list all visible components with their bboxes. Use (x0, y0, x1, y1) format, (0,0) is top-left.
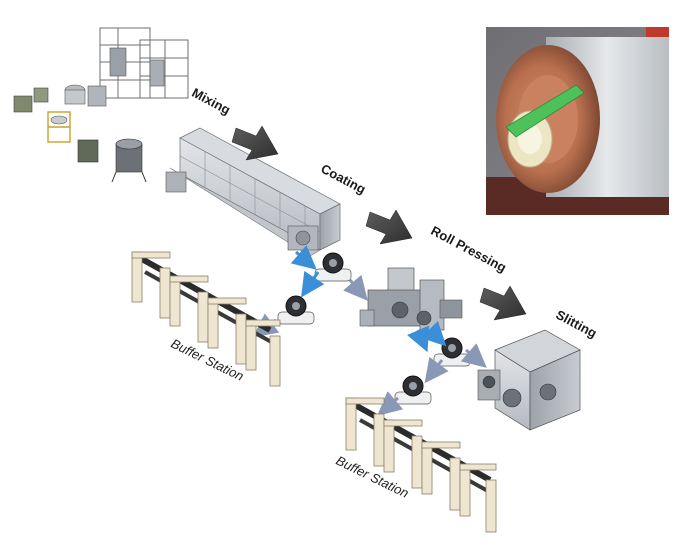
electrode-roll-photo (486, 27, 669, 215)
agv-flow-arrows (252, 245, 487, 416)
stage-arrows (231, 125, 527, 321)
roll-press-machine (359, 267, 463, 331)
arrow-roll-pressing-to-slitting-icon (479, 285, 527, 321)
arrow-mixing-to-coating-icon (231, 125, 279, 161)
arrow-agv-to-roll-press-icon (343, 274, 368, 301)
agv-reel-carrier-icon (394, 375, 432, 405)
coating-machine (165, 127, 341, 257)
arrow-roll-press-to-agv-icon (407, 325, 430, 353)
agv-reel-carrier-icon (277, 295, 315, 325)
arrow-agv-to-buffer-bottom-icon (377, 391, 404, 416)
mixing-plant (13, 27, 189, 183)
arrow-coating-to-roll-pressing-icon (365, 209, 413, 245)
arrow-coating-to-agv-icon (290, 245, 317, 270)
arrow-agv-to-slitting-icon (460, 343, 487, 368)
agv-reel-carrier-icon (314, 252, 352, 282)
slitting-machine (477, 329, 581, 431)
arrow-roll-press-agv-icon (420, 320, 447, 347)
arrow-agv-to-agv-icon (301, 270, 325, 298)
buffer-station-bottom (345, 397, 497, 533)
arrow-agv-to-agv-lower-icon (424, 356, 449, 384)
buffer-station-left (131, 251, 281, 387)
